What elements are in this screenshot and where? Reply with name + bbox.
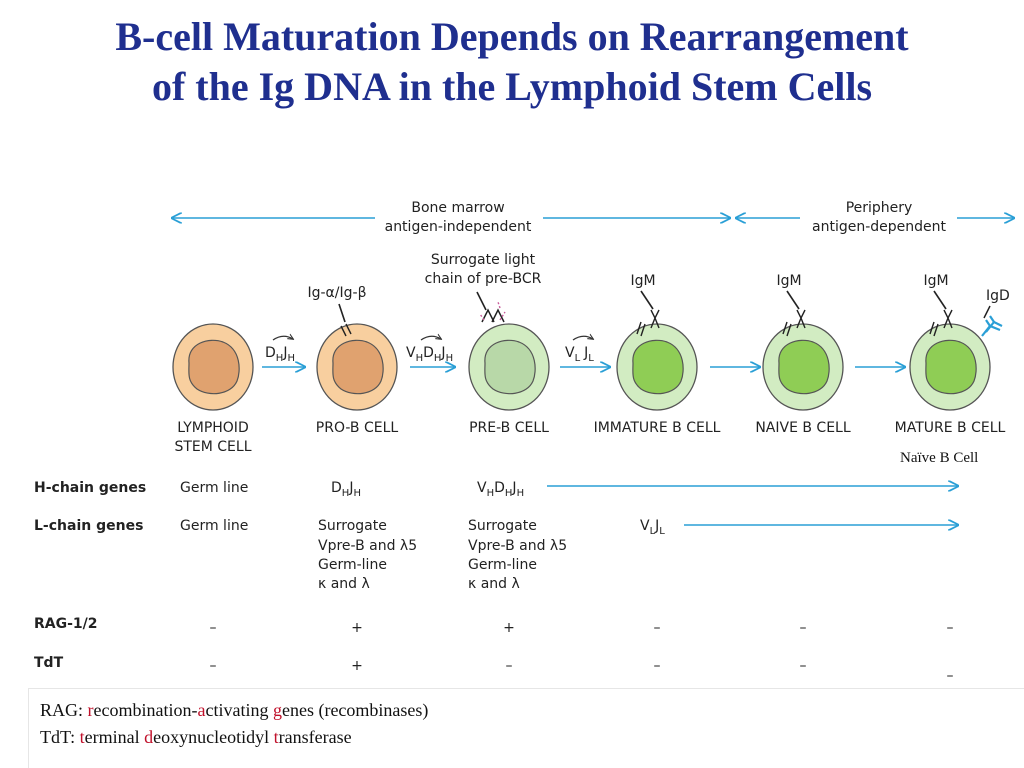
cell-nucleus	[484, 339, 536, 395]
cell-nucleus	[778, 339, 830, 395]
cell-nucleus	[332, 339, 384, 395]
igd-label: IgD	[986, 288, 1010, 304]
svg-text:Germ-line: Germ-line	[318, 557, 387, 573]
cell-5: MATURE B CELL	[895, 323, 1006, 436]
svg-text:Vpre-B and λ5: Vpre-B and λ5	[468, 538, 567, 554]
rag-value: –	[210, 620, 217, 636]
svg-text:VLJL: VLJL	[565, 345, 594, 364]
igm-marker: IgM	[776, 273, 806, 337]
title-line-2: of the Ig DNA in the Lymphoid Stem Cells	[151, 64, 873, 109]
slide-title: B-cell Maturation Depends on Rearrangeme…	[0, 12, 1024, 112]
rag-label: RAG-1/2	[34, 616, 98, 632]
antigen-dependent-label: antigen-dependent	[812, 219, 947, 235]
svg-text:κ and λ: κ and λ	[318, 576, 370, 592]
bone-marrow-arrow: Bone marrow antigen-independent	[172, 200, 730, 235]
rag-value: +	[351, 620, 363, 636]
periphery-label: Periphery	[846, 200, 913, 216]
l-chain-germ-line: Germ line	[180, 518, 248, 534]
antigen-independent-label: antigen-independent	[385, 219, 532, 235]
h-chain-germ-line: Germ line	[180, 480, 248, 496]
surrogate-label-1: Surrogate light	[431, 252, 536, 268]
igm-marker: IgM	[923, 273, 953, 337]
svg-text:Surrogate: Surrogate	[318, 518, 387, 534]
tdt-definition: TdT: terminal deoxynucleotidyl transfera…	[40, 727, 352, 747]
svg-text:IgM: IgM	[923, 273, 948, 289]
svg-text:DHJH: DHJH	[265, 345, 295, 364]
surrogate-label-2: chain of pre-BCR	[425, 271, 542, 287]
tdt-label: TdT	[34, 655, 64, 671]
cell-label: PRE-B CELL	[469, 420, 549, 436]
cell-nucleus	[188, 339, 240, 395]
rearrangement-vhdhjh: VHDHJH	[406, 336, 453, 364]
l-chain-vljl: VLJL	[640, 518, 665, 537]
svg-text:κ and λ: κ and λ	[468, 576, 520, 592]
rag-values: – + + – – –	[210, 620, 954, 636]
tdt-value: –	[654, 658, 661, 674]
cell-nucleus	[925, 339, 977, 395]
b-cell-maturation-figure: Bone marrow antigen-independent Peripher…	[34, 200, 1024, 684]
cell-0: LYMPHOID STEM CELL	[172, 323, 254, 455]
h-chain-vhdhjh: VHDHJH	[477, 480, 524, 499]
cell-3: IMMATURE B CELL	[594, 323, 721, 436]
title-line-1: B-cell Maturation Depends on Rearrangeme…	[115, 14, 909, 59]
rag-definition: RAG: recombination-activating genes (rec…	[40, 700, 429, 720]
rag-value: –	[947, 620, 954, 636]
svg-text:IgM: IgM	[630, 273, 655, 289]
l-chain-pre-b: Surrogate Vpre-B and λ5 Germ-line κ and …	[468, 518, 567, 592]
tdt-values: – + – – – –	[210, 658, 954, 684]
cell-label: MATURE B CELL	[895, 420, 1006, 436]
svg-text:VHDHJH: VHDHJH	[406, 345, 453, 364]
periphery-arrow: Periphery antigen-dependent	[736, 200, 1014, 235]
igm-marker: IgM	[630, 273, 660, 337]
cell-row: LYMPHOID STEM CELL PRO-B CELL PRE-B CELL IMM…	[172, 323, 1006, 455]
rag-value: –	[800, 620, 807, 636]
naive-b-cell-note: Naïve B Cell	[900, 450, 979, 466]
cell-label: NAIVE B CELL	[755, 420, 851, 436]
surrogate-light-chain-marker: Surrogate light chain of pre-BCR	[425, 252, 542, 323]
h-chain-dhjh: DHJH	[331, 480, 361, 499]
svg-text:Surrogate: Surrogate	[468, 518, 537, 534]
l-chain-genes-label: L-chain genes	[34, 518, 143, 534]
tdt-value: +	[351, 658, 363, 674]
cell-label: IMMATURE B CELL	[594, 420, 721, 436]
tdt-value: –	[947, 668, 954, 684]
tdt-value: –	[210, 658, 217, 674]
cell-4: NAIVE B CELL	[755, 323, 851, 436]
igd-marker: IgD	[981, 288, 1010, 337]
l-chain-pro-b: Surrogate Vpre-B and λ5 Germ-line κ and …	[318, 518, 417, 592]
rag-value: –	[654, 620, 661, 636]
rearrangement-dhjh: DHJH	[265, 336, 295, 364]
bone-marrow-label: Bone marrow	[411, 200, 504, 216]
cell-label: PRO-B CELL	[316, 420, 399, 436]
svg-text:Vpre-B and λ5: Vpre-B and λ5	[318, 538, 417, 554]
cell-label: LYMPHOID	[177, 420, 248, 436]
svg-text:Germ-line: Germ-line	[468, 557, 537, 573]
definitions-box: RAG: recombination-activating genes (rec…	[28, 688, 1024, 768]
ig-alpha-beta-marker: Ig-α/Ig-β	[307, 285, 367, 337]
igm-markers: IgM IgM IgM	[630, 273, 953, 337]
h-chain-genes-label: H-chain genes	[34, 480, 146, 496]
cell-nucleus	[632, 339, 684, 395]
tdt-value: –	[506, 658, 513, 674]
cell-2: PRE-B CELL	[468, 323, 550, 436]
rag-value: +	[503, 620, 515, 636]
svg-text:IgM: IgM	[776, 273, 801, 289]
tdt-value: –	[800, 658, 807, 674]
cell-label: STEM CELL	[174, 439, 251, 455]
cell-1: PRO-B CELL	[316, 323, 399, 436]
ig-alpha-beta-label: Ig-α/Ig-β	[307, 285, 366, 301]
